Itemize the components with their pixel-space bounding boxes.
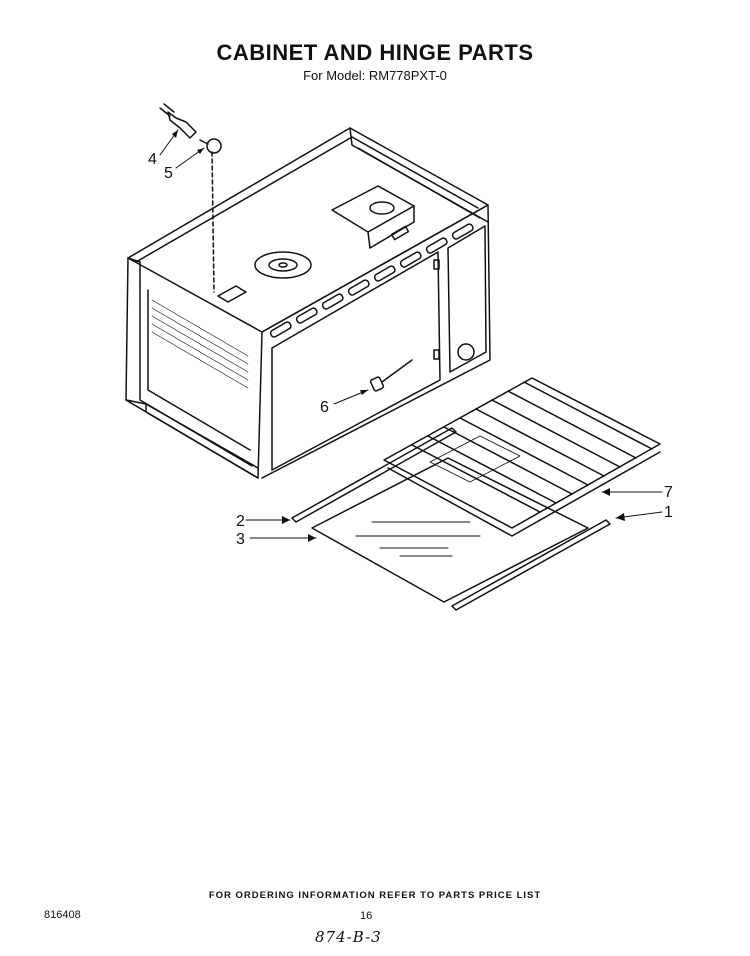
leader-arrowheads — [172, 130, 625, 542]
lamp-socket — [159, 103, 197, 139]
callout-3: 3 — [236, 531, 245, 548]
callout-7: 7 — [664, 484, 673, 501]
callout-1: 1 — [664, 504, 673, 521]
model-subtitle: For Model: RM778PXT-0 — [303, 68, 447, 83]
front-rail — [291, 427, 457, 523]
handwritten-reference: 874-B-3 — [315, 928, 382, 946]
ordering-note: FOR ORDERING INFORMATION REFER TO PARTS … — [208, 890, 542, 901]
page-title: CABINET AND HINGE PARTS — [216, 40, 534, 65]
oven-rack — [383, 377, 661, 537]
cabinet-wrapper — [125, 127, 491, 479]
glass-panel — [311, 457, 589, 603]
side-rail — [451, 519, 611, 611]
callout-6: 6 — [320, 399, 329, 416]
lamp-bulb — [199, 138, 222, 154]
hinge-pin — [369, 359, 413, 392]
page-number: 16 — [360, 910, 373, 922]
callout-5: 5 — [164, 165, 173, 182]
callout-2: 2 — [236, 513, 245, 530]
side-vent-texture — [151, 299, 249, 389]
callout-4: 4 — [148, 151, 157, 168]
document-number: 816408 — [44, 909, 81, 921]
